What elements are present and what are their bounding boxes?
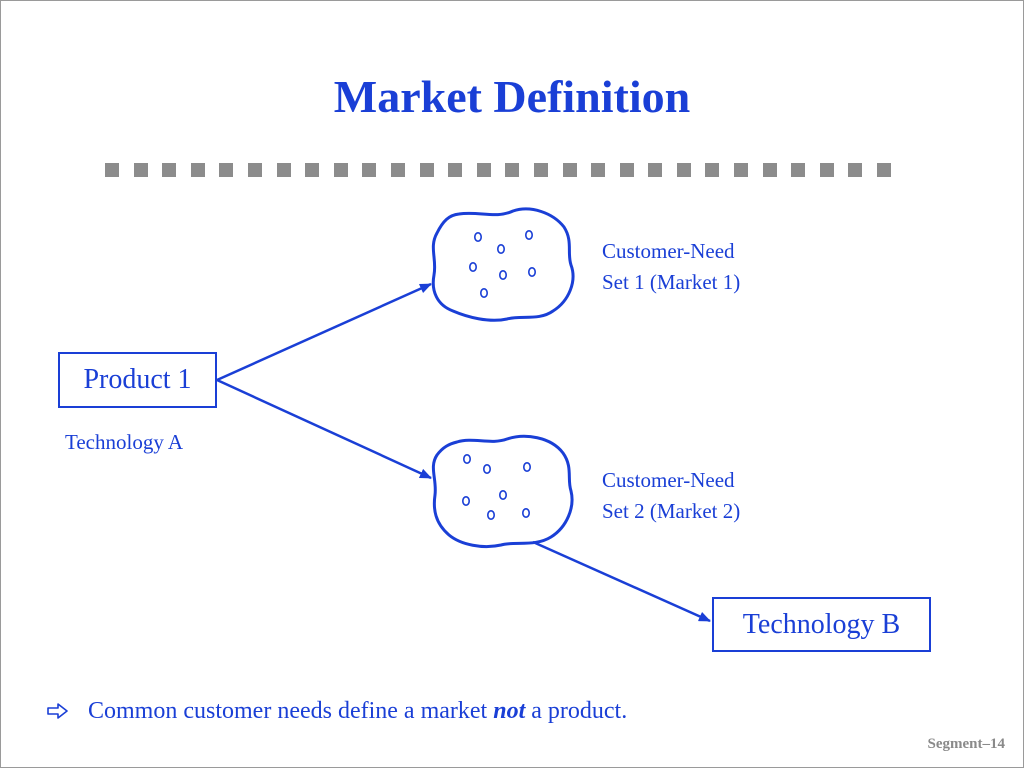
divider-square [476, 163, 491, 177]
cluster-dot [462, 453, 471, 464]
divider-square [162, 163, 177, 177]
divider-square [791, 163, 806, 177]
market2-cluster-icon [431, 434, 574, 549]
technology-a-label: Technology A [65, 430, 184, 454]
divider-square [305, 163, 320, 177]
divider-square [333, 163, 348, 177]
cluster-dot [527, 266, 536, 277]
divider-square [705, 163, 720, 177]
divider-square [190, 163, 205, 177]
divider-square [105, 163, 119, 177]
divider-square [362, 163, 377, 177]
cluster-dot [479, 287, 488, 298]
market2-blob [431, 434, 574, 549]
market1-label: Customer-Need Set 1 (Market 1) [602, 236, 740, 298]
arrow-market2-to-technology-b [532, 540, 711, 623]
divider-square [247, 163, 262, 177]
divider-square [448, 163, 463, 177]
bullet-text-end: a product. [531, 698, 628, 724]
cluster-dot [461, 495, 470, 506]
divider-square [562, 163, 577, 177]
market2-label-line1: Customer-Need [602, 468, 735, 492]
cluster-dot [482, 463, 491, 474]
divider-square [648, 163, 663, 177]
hollow-right-arrow-icon [47, 703, 68, 719]
cluster-dot [468, 261, 477, 272]
product-1-box: Product 1 [58, 352, 217, 408]
bullet-text-start: Common customer needs define a market [88, 698, 488, 724]
bullet-point: Common customer needs define a market no… [47, 695, 627, 727]
arrow-product-to-market1 [216, 282, 432, 382]
bullet-emphasis: not [493, 698, 526, 724]
market1-label-line2: Set 1 (Market 1) [602, 270, 741, 294]
cluster-dot [498, 489, 507, 500]
divider-square [877, 163, 892, 177]
title-divider [105, 163, 892, 177]
divider-square [219, 163, 234, 177]
divider-square [419, 163, 434, 177]
page-footer: Segment–14 [927, 736, 1006, 752]
divider-square [676, 163, 691, 177]
market1-label-line1: Customer-Need [602, 239, 735, 263]
market2-label: Customer-Need Set 2 (Market 2) [602, 465, 740, 527]
divider-square [762, 163, 777, 177]
divider-square [819, 163, 834, 177]
cluster-dot [496, 244, 505, 255]
divider-square [591, 163, 606, 177]
divider-square [619, 163, 634, 177]
market1-blob [431, 207, 575, 322]
cluster-dot [522, 461, 531, 472]
divider-square [276, 163, 291, 177]
cluster-dot [521, 507, 530, 518]
cluster-dot [498, 269, 507, 280]
cluster-dot [486, 509, 495, 520]
divider-square [533, 163, 548, 177]
divider-square [734, 163, 749, 177]
market2-label-line2: Set 2 (Market 2) [602, 499, 741, 523]
technology-b-box: Technology B [712, 597, 931, 652]
divider-square [390, 163, 405, 177]
divider-square [848, 163, 863, 177]
cluster-dot [524, 230, 533, 241]
slide-title: Market Definition [333, 71, 691, 122]
divider-square [133, 163, 148, 177]
market1-cluster-icon [431, 207, 575, 322]
divider-square [505, 163, 520, 177]
arrow-product-to-market2 [216, 378, 432, 480]
cluster-dot [473, 232, 482, 243]
